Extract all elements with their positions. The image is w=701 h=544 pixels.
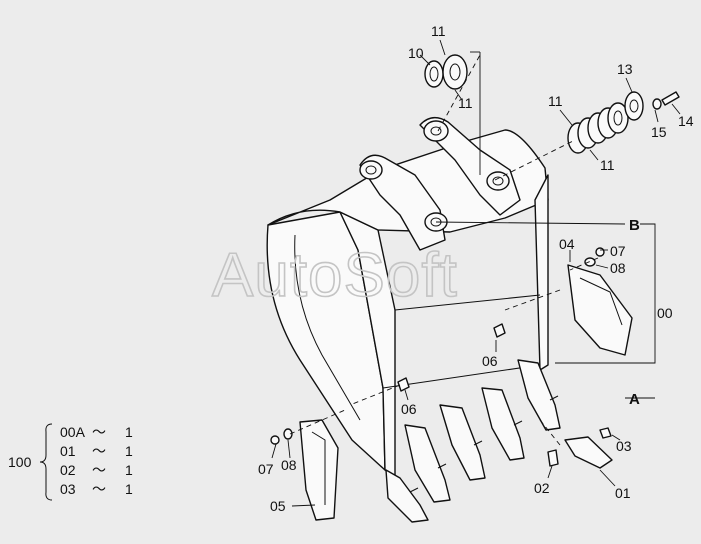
callout-11: 11 xyxy=(600,157,615,173)
leader-lines xyxy=(271,39,681,507)
link-brackets xyxy=(359,117,521,251)
callout-06: 06 xyxy=(482,353,498,369)
callout-14: 14 xyxy=(678,113,694,129)
callout-b: B xyxy=(629,217,640,234)
legend-row-qty: 1 xyxy=(125,443,133,459)
legend-row-code: 02 xyxy=(60,462,76,478)
callout-08: 08 xyxy=(610,260,626,276)
callout-labels: 11 10 11 11 11 13 14 15 B A 00 04 07 08 … xyxy=(258,23,694,514)
legend-row-qty: 1 xyxy=(125,481,133,497)
callout-07: 07 xyxy=(610,243,626,259)
teeth-row xyxy=(385,359,561,523)
watermark-text: AutoSoft xyxy=(212,241,458,310)
legend-brace xyxy=(39,423,53,501)
shim-ring-group-left xyxy=(424,54,468,90)
callout-06: 06 xyxy=(401,401,417,417)
callout-05: 05 xyxy=(270,498,286,514)
legend-row-qty: 1 xyxy=(125,424,133,440)
hardware xyxy=(270,247,613,469)
callout-11: 11 xyxy=(458,95,473,111)
assembly-lines xyxy=(289,54,599,446)
legend-row-sep: ～ xyxy=(92,462,106,478)
legend-row-sep: ～ xyxy=(92,443,106,459)
callout-08: 08 xyxy=(281,457,297,473)
side-cutter-left xyxy=(299,419,339,521)
callout-00: 00 xyxy=(657,305,673,321)
callout-01: 01 xyxy=(615,485,631,501)
callout-10: 10 xyxy=(408,45,424,61)
legend-row-sep: ～ xyxy=(92,481,106,497)
callout-07: 07 xyxy=(258,461,274,477)
callout-04: 04 xyxy=(559,236,575,252)
shim-stack-right xyxy=(567,91,680,154)
legend-row-code: 03 xyxy=(60,481,76,497)
legend-row-code: 01 xyxy=(60,443,76,459)
side-cutter-right xyxy=(567,264,633,356)
callout-02: 02 xyxy=(534,480,550,496)
legend-row-qty: 1 xyxy=(125,462,133,478)
legend-row-sep: ～ xyxy=(92,424,106,440)
callout-11: 11 xyxy=(431,23,446,39)
callout-11: 11 xyxy=(548,93,563,109)
legend-group-code: 100 xyxy=(8,454,32,470)
callout-a: A xyxy=(629,391,640,408)
callout-13: 13 xyxy=(617,61,633,77)
callout-03: 03 xyxy=(616,438,632,454)
callout-15: 15 xyxy=(651,124,667,140)
legend-row-code: 00A xyxy=(60,424,86,440)
parts-legend: 100 00A ～ 1 01 ～ 1 02 ～ 1 03 ～ 1 xyxy=(8,423,133,501)
